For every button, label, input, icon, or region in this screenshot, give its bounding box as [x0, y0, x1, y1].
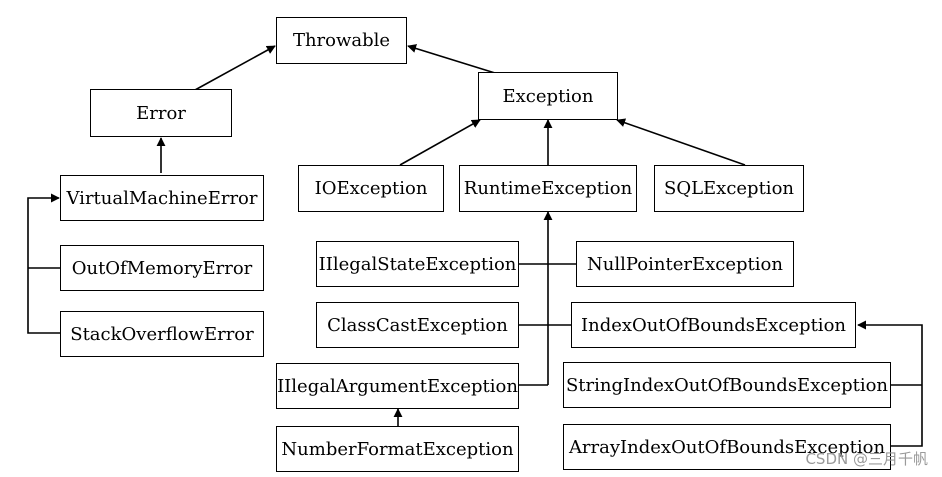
node-label: Error: [136, 102, 186, 124]
node-label: NullPointerException: [587, 253, 783, 275]
node-illegal-argument-exception: IIlegalArgumentException: [276, 363, 519, 409]
node-stack-overflow-error: StackOverflowError: [60, 311, 264, 357]
node-runtime-exception: RuntimeException: [459, 165, 637, 212]
node-label: StringIndexOutOfBoundsException: [565, 374, 889, 396]
node-label: SQLException: [663, 178, 794, 199]
node-sql-exception: SQLException: [654, 165, 804, 212]
node-virtual-machine-error: VirtualMachineError: [60, 175, 264, 221]
node-error: Error: [90, 89, 232, 137]
node-label: OutOfMemoryError: [71, 257, 253, 279]
node-io-exception: IOException: [298, 165, 444, 212]
node-array-index-out-of-bounds-exception: ArrayIndexOutOfBoundsException: [563, 424, 891, 470]
node-label: NumberFormatException: [281, 438, 514, 460]
watermark-text: CSDN @三月千帆: [805, 450, 928, 468]
edge-sql-exception: [616, 118, 746, 166]
node-label: IIlegalStateException: [318, 253, 517, 275]
node-label: RuntimeException: [463, 178, 633, 199]
node-label: IIlegalArgumentException: [277, 375, 518, 397]
node-index-out-of-bounds-exception: IndexOutOfBoundsException: [571, 302, 856, 348]
node-label: IndexOutOfBoundsException: [580, 314, 846, 336]
node-label: ArrayIndexOutOfBoundsException: [568, 436, 886, 458]
node-label: Throwable: [292, 30, 391, 51]
edge-error-subclasses-bracket: [27, 193, 60, 334]
node-out-of-memory-error: OutOfMemoryError: [60, 245, 264, 291]
node-label: ClassCastException: [327, 314, 508, 336]
edge-error-throwable: [194, 45, 276, 91]
node-null-pointer-exception: NullPointerException: [576, 241, 794, 287]
edge-io-exception: [399, 119, 481, 166]
edge-exception-throwable: [407, 44, 496, 74]
node-class-cast-exception: ClassCastException: [316, 302, 519, 348]
node-string-index-out-of-bounds-exception: StringIndexOutOfBoundsException: [563, 362, 891, 408]
node-label: IOException: [314, 178, 428, 199]
node-label: VirtualMachineError: [66, 187, 258, 209]
node-throwable: Throwable: [276, 17, 407, 64]
node-number-format-exception: NumberFormatException: [276, 426, 519, 472]
node-label: StackOverflowError: [70, 323, 254, 345]
node-exception: Exception: [478, 72, 618, 120]
node-label: Exception: [502, 85, 594, 107]
node-illegal-state-exception: IIlegalStateException: [316, 241, 519, 287]
